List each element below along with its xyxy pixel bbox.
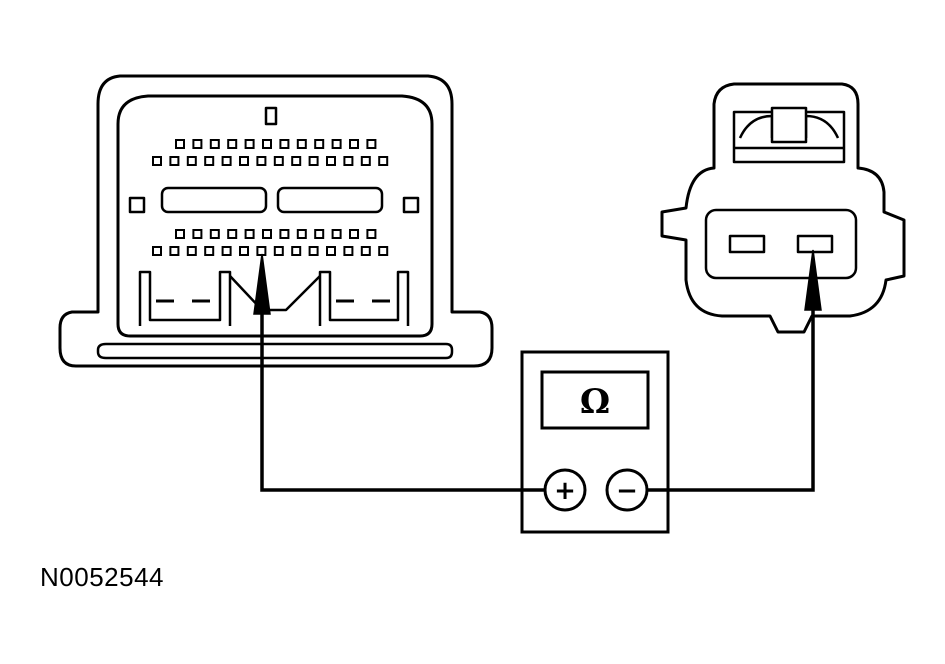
figure-reference-number: N0052544 xyxy=(40,562,164,592)
module-pin-cavity xyxy=(244,229,255,239)
module-pin-cavity xyxy=(343,246,354,256)
module-pin-cavity xyxy=(296,229,307,239)
module-pin-cavity xyxy=(186,246,197,256)
module-pin-cavity xyxy=(349,229,359,239)
module-pin-cavity xyxy=(308,246,319,256)
module-pin-cavity xyxy=(175,229,185,239)
module-pin-cavity xyxy=(378,246,389,256)
module-left-latch xyxy=(138,270,232,326)
module-pin-cavity xyxy=(244,139,255,149)
module-pin-cavity xyxy=(378,156,389,166)
module-right-slot xyxy=(276,186,384,214)
module-pin-cavity xyxy=(296,139,307,149)
module-pin-cavity xyxy=(279,139,290,149)
module-left-slot xyxy=(160,186,268,214)
module-pin-cavity xyxy=(326,156,336,166)
module-bottom-rail xyxy=(96,342,454,360)
positive-probe-tip xyxy=(253,253,271,315)
module-pin-cavity xyxy=(239,156,249,166)
module-left-key xyxy=(128,196,146,214)
module-pin-cavity xyxy=(209,229,220,239)
module-pin-cavity xyxy=(326,246,336,256)
module-pin-cavity xyxy=(331,229,342,239)
module-pin-cavity xyxy=(366,229,377,239)
negative-test-lead xyxy=(647,286,815,492)
ohmmeter: Ω + − xyxy=(520,350,670,534)
sensor-terminal-a xyxy=(728,234,766,254)
module-pin-cavity xyxy=(227,229,238,239)
module-pin-cavity xyxy=(308,156,319,166)
probe-tips xyxy=(253,249,822,315)
module-pin-cavity xyxy=(360,246,371,256)
sensor-latch-tab xyxy=(770,106,808,144)
module-pin-cavity xyxy=(204,156,215,166)
module-right-key xyxy=(402,196,420,214)
module-pin-cavity xyxy=(152,246,162,256)
module-pin-cavity xyxy=(314,139,325,149)
module-pin-cavity xyxy=(291,156,302,166)
module-top-key xyxy=(264,106,278,126)
module-pin-cavity xyxy=(192,139,203,149)
module-pin-cavity xyxy=(273,246,284,256)
module-pin-cavity xyxy=(262,139,272,149)
sensor-cavity xyxy=(704,208,858,280)
module-pin-cavity xyxy=(331,139,342,149)
negative-terminal-label: − xyxy=(616,476,638,506)
module-pin-rows xyxy=(152,139,389,256)
module-pin-cavity xyxy=(152,156,162,166)
module-pin-cavity xyxy=(186,156,197,166)
positive-test-lead xyxy=(260,290,545,492)
module-center-wedge xyxy=(229,275,321,312)
module-pin-cavity xyxy=(273,156,284,166)
module-pin-cavity xyxy=(209,139,220,149)
module-pin-cavity xyxy=(279,229,290,239)
meter-ohm-symbol: Ω xyxy=(580,382,610,422)
module-right-latch xyxy=(318,270,410,326)
module-pin-cavity xyxy=(256,246,267,256)
meter-display xyxy=(540,370,650,430)
module-pin-cavity xyxy=(175,139,185,149)
negative-probe-tip xyxy=(804,249,822,311)
module-pin-cavity xyxy=(262,229,272,239)
module-pin-cavity xyxy=(314,229,325,239)
module-pin-cavity xyxy=(256,156,267,166)
module-pin-cavity xyxy=(169,156,180,166)
sensor-connector xyxy=(660,82,906,334)
test-leads xyxy=(260,286,815,492)
module-pin-cavity xyxy=(239,246,249,256)
module-pin-cavity xyxy=(291,246,302,256)
module-pin-cavity xyxy=(169,246,180,256)
module-pin-cavity xyxy=(227,139,238,149)
module-pin-cavity xyxy=(221,156,232,166)
sensor-terminal-b xyxy=(796,234,834,254)
module-pin-cavity xyxy=(349,139,359,149)
module-pin-cavity xyxy=(221,246,232,256)
module-pin-cavity xyxy=(192,229,203,239)
module-connector xyxy=(58,74,494,368)
module-pin-cavity xyxy=(204,246,215,256)
module-pin-cavity xyxy=(343,156,354,166)
module-pin-cavity xyxy=(360,156,371,166)
positive-terminal-label: + xyxy=(554,476,576,506)
module-pin-cavity xyxy=(366,139,377,149)
